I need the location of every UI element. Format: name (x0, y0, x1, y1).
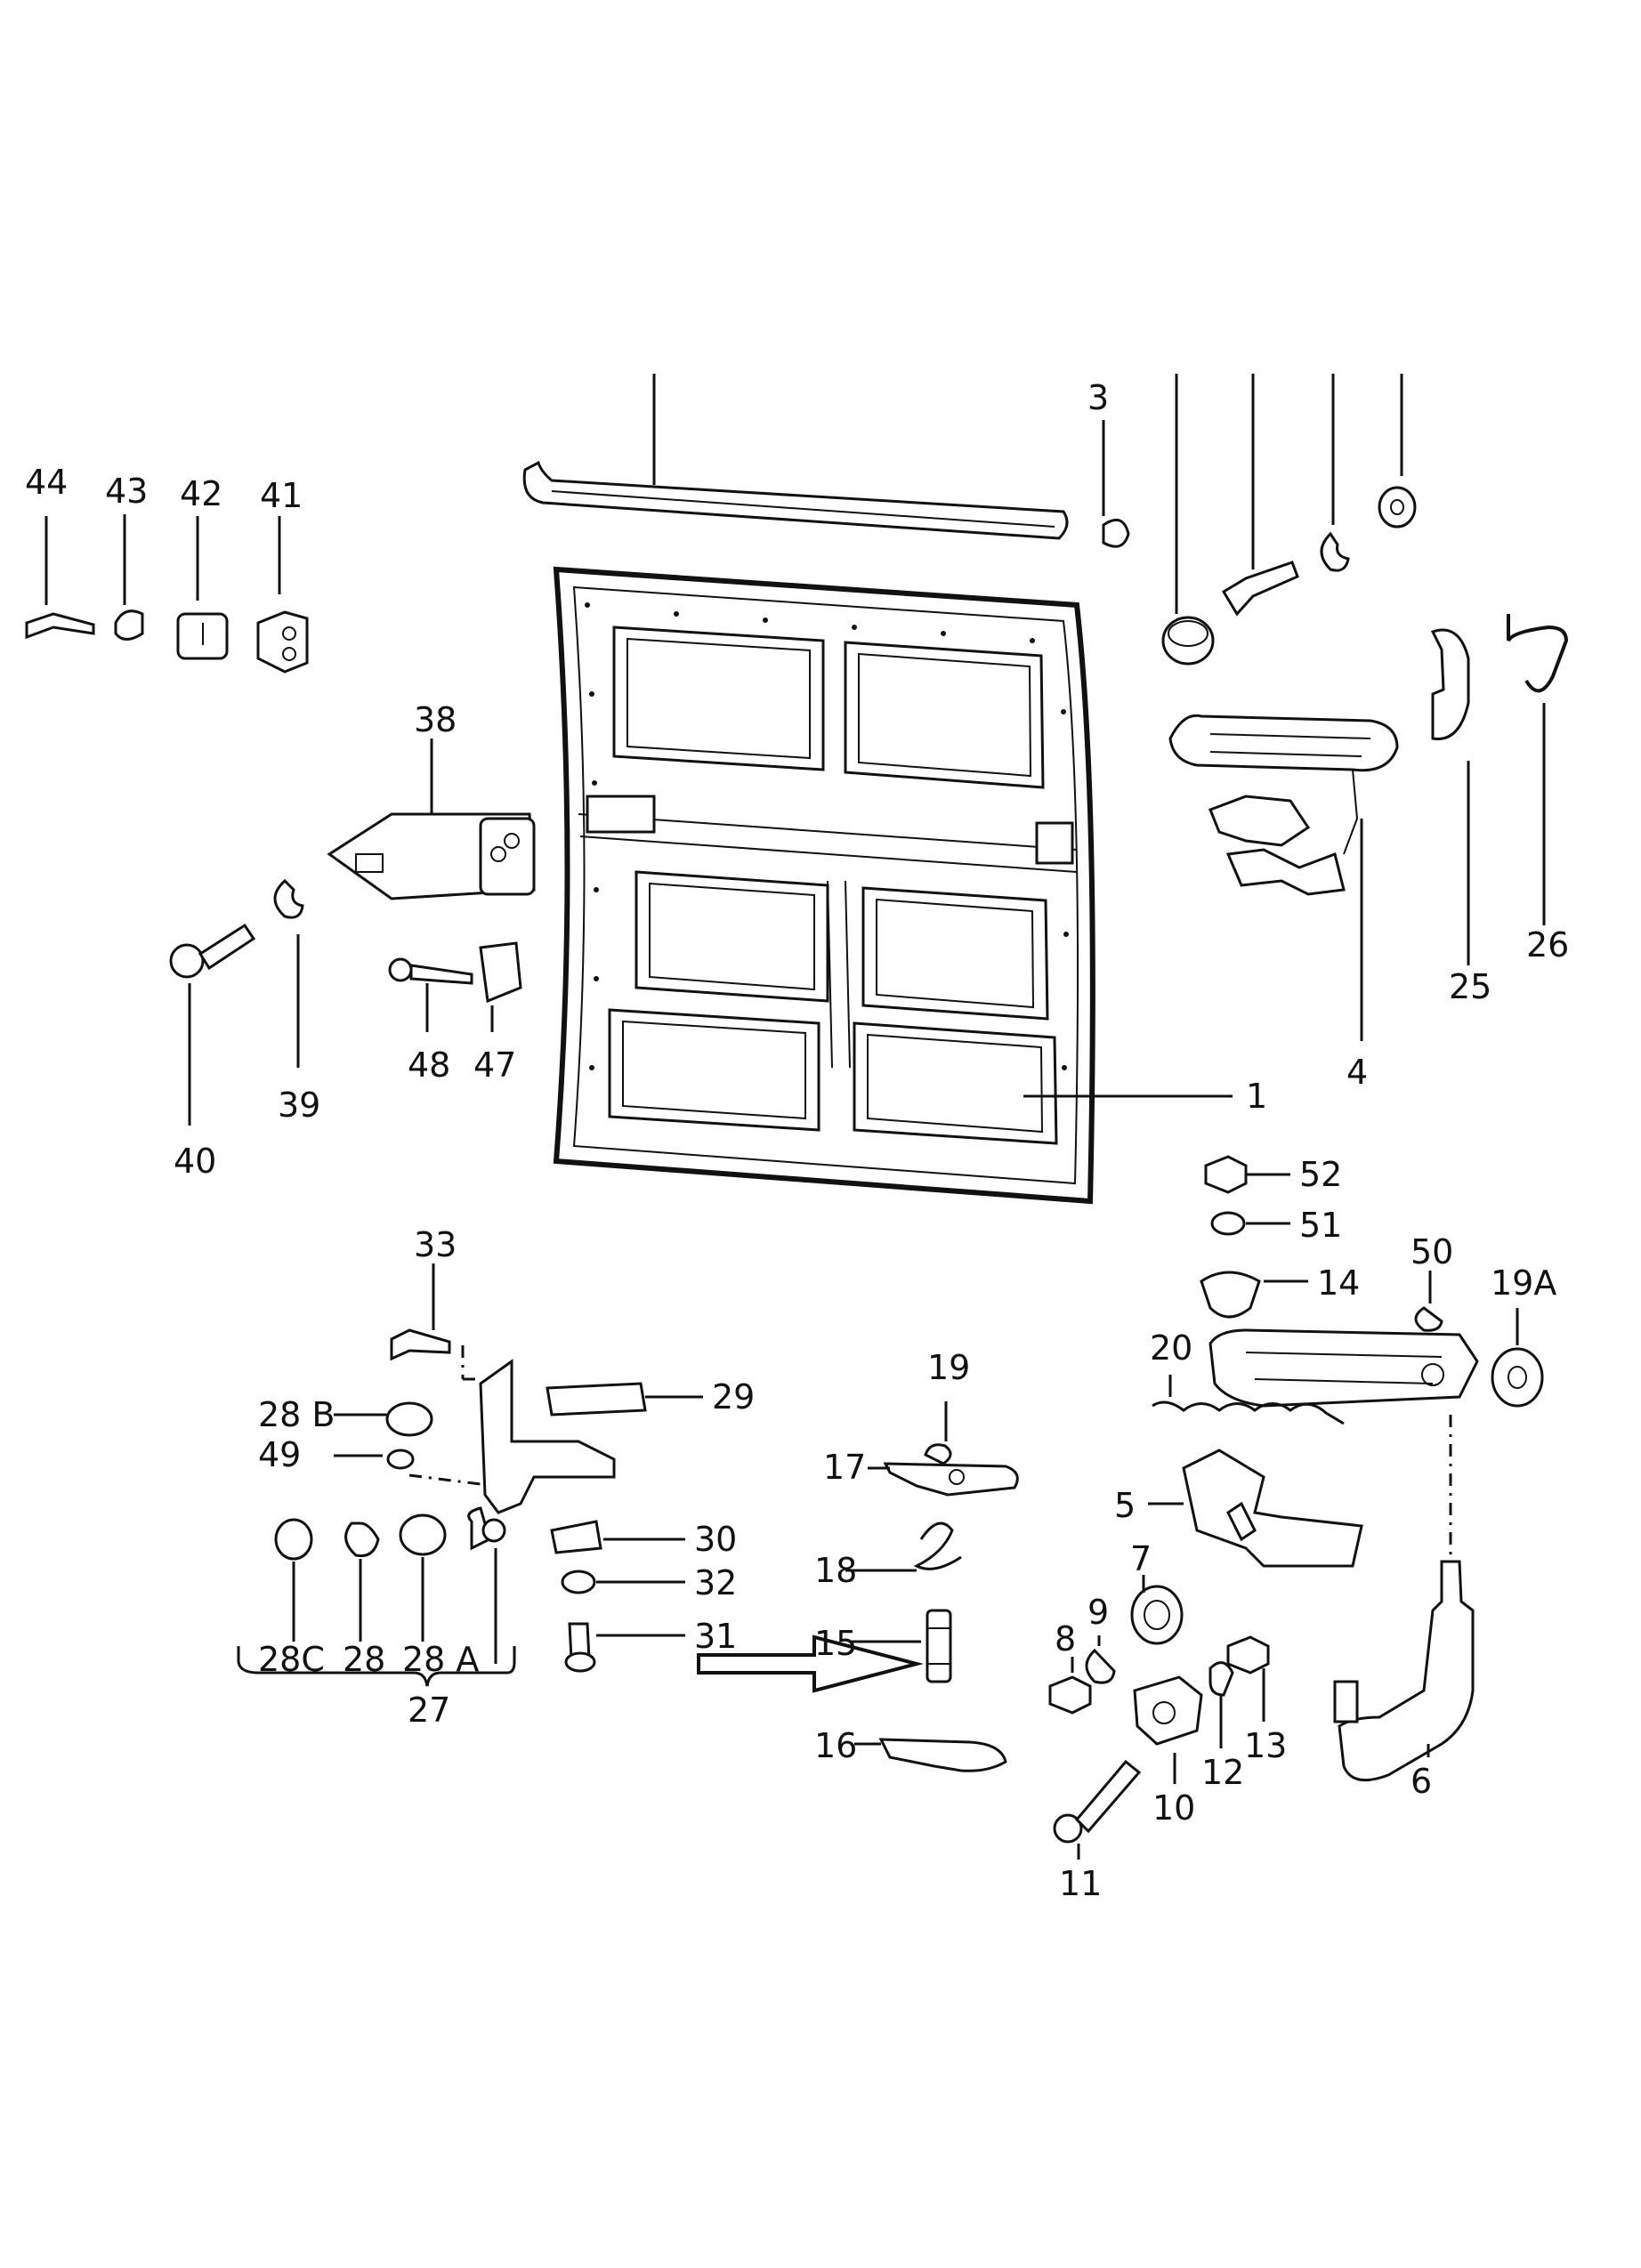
callout-42: 42 (180, 474, 222, 513)
callout-28: 28 (343, 1640, 385, 1679)
callout-10: 10 (1152, 1788, 1195, 1828)
parts-10-11-12-13 (1053, 1635, 1270, 1860)
callout-14: 14 (1317, 1263, 1360, 1303)
lever-bracket-20 (1152, 1328, 1479, 1425)
callout-43: 43 (105, 472, 148, 511)
callout-28b: 28 B (258, 1395, 335, 1434)
callout-51: 51 (1299, 1206, 1342, 1245)
callout-4: 4 (1346, 1053, 1368, 1092)
callout-5: 5 (1114, 1486, 1136, 1525)
hinge-assembly-27 (408, 1345, 616, 1551)
part-47-48 (388, 941, 522, 1032)
callout-11: 11 (1059, 1864, 1102, 1903)
handle-6 (1333, 1415, 1475, 1782)
parts-15-19 (845, 1401, 1019, 1772)
callout-39: 39 (278, 1086, 320, 1125)
callout-26: 26 (1526, 925, 1569, 965)
callout-31: 31 (694, 1617, 737, 1656)
parts-5-7-9-8 (1048, 1449, 1363, 1715)
callout-41: 41 (260, 476, 303, 515)
part-33-screw (390, 1263, 451, 1361)
callout-44: 44 (25, 463, 68, 502)
parts-30-31-32 (550, 1520, 685, 1673)
callout-38: 38 (414, 700, 457, 739)
callout-48: 48 (408, 1045, 450, 1085)
callout-6: 6 (1411, 1762, 1432, 1801)
callout-18: 18 (814, 1551, 857, 1590)
callout-52: 52 (1299, 1155, 1342, 1194)
handle-assembly-4 (1168, 714, 1399, 1041)
part-3-clip (1102, 420, 1130, 548)
callout-7: 7 (1130, 1539, 1152, 1578)
callout-32: 32 (694, 1563, 737, 1602)
callout-50: 50 (1411, 1232, 1453, 1271)
door-panel (553, 566, 1095, 1205)
callout-15: 15 (814, 1624, 857, 1663)
parts-50-19a (1414, 1271, 1544, 1408)
part-25-handle (1430, 628, 1470, 965)
upper-rail-part (522, 374, 1069, 540)
callout-30: 30 (694, 1520, 737, 1559)
top-right-small-parts (1161, 374, 1417, 666)
parts-52-51-14 (1200, 1155, 1308, 1319)
callout-29: 29 (712, 1377, 755, 1416)
callout-20: 20 (1150, 1328, 1192, 1368)
callout-33: 33 (414, 1225, 457, 1264)
part-29-plate (546, 1382, 703, 1416)
callout-8: 8 (1055, 1619, 1076, 1659)
part-40-screw (169, 923, 256, 1126)
callout-49: 49 (258, 1435, 301, 1474)
callout-40: 40 (174, 1142, 216, 1181)
callout-28a: 28 A (402, 1640, 479, 1679)
callout-28c: 28C (258, 1640, 325, 1679)
callout-27: 27 (408, 1691, 450, 1730)
part-26-spring (1507, 614, 1569, 925)
callout-25: 25 (1449, 967, 1491, 1006)
callout-labels: 1 3 4 5 6 7 8 9 10 11 12 13 14 15 16 17 … (25, 378, 1569, 1903)
callout-13: 13 (1244, 1726, 1287, 1765)
callout-9: 9 (1087, 1593, 1109, 1632)
direction-arrow (697, 1634, 924, 1693)
callout-47: 47 (473, 1045, 516, 1085)
parts-28-49 (274, 1401, 497, 1664)
callout-17: 17 (823, 1448, 866, 1487)
callout-16: 16 (814, 1726, 857, 1765)
group-bracket-27 (237, 1646, 516, 1687)
callout-12: 12 (1201, 1753, 1244, 1792)
callout-3: 3 (1087, 378, 1109, 417)
lock-assembly-38 (327, 739, 536, 900)
callout-1: 1 (1246, 1077, 1267, 1116)
callout-19: 19 (927, 1348, 970, 1387)
callout-19a: 19A (1491, 1263, 1556, 1303)
small-parts-41-44 (25, 514, 309, 674)
part-39-clip (273, 878, 304, 1068)
